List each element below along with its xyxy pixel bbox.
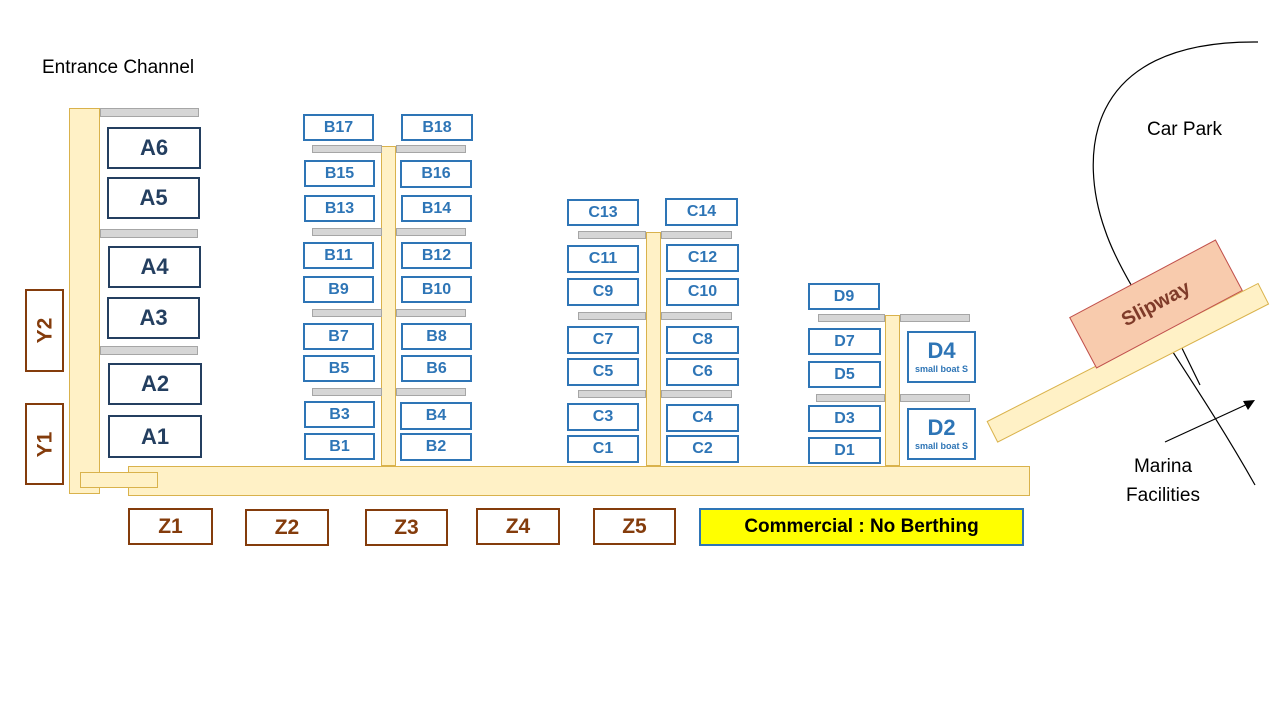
finger-d2: [900, 394, 970, 402]
commercial-zone: Commercial : No Berthing: [699, 508, 1024, 546]
entrance-pontoon: [69, 108, 100, 494]
main-pontoon: [128, 466, 1030, 496]
berth-c5[interactable]: C5: [567, 358, 639, 386]
finger-b18: [396, 145, 466, 153]
finger-c10: [661, 312, 732, 320]
finger-c9: [578, 312, 646, 320]
berth-c2[interactable]: C2: [666, 435, 739, 463]
berth-c10[interactable]: C10: [666, 278, 739, 306]
berth-d4-label: D4: [927, 338, 956, 363]
berth-b9[interactable]: B9: [303, 276, 374, 303]
berth-a5[interactable]: A5: [107, 177, 200, 219]
berth-b11[interactable]: B11: [303, 242, 374, 269]
finger-b13: [312, 228, 382, 236]
c-pontoon: [646, 232, 661, 466]
berth-b2[interactable]: B2: [400, 433, 472, 461]
entrance-channel-label: Entrance Channel: [42, 57, 195, 78]
finger-d9: [818, 314, 885, 322]
berth-a2[interactable]: A2: [108, 363, 202, 405]
marina-facilities-line1: Marina: [1133, 456, 1193, 477]
berth-b14[interactable]: B14: [401, 195, 472, 222]
berth-d2-note: small boat S: [914, 441, 968, 451]
berth-z1[interactable]: Z1: [128, 508, 213, 545]
berth-b4[interactable]: B4: [400, 402, 472, 430]
finger-b10: [396, 309, 466, 317]
finger-a6: [100, 108, 199, 117]
berth-c12[interactable]: C12: [666, 244, 739, 272]
marina-facilities-arrow: [1164, 401, 1253, 443]
berth-a6[interactable]: A6: [107, 127, 201, 169]
berth-b17[interactable]: B17: [303, 114, 374, 141]
berth-b18[interactable]: B18: [401, 114, 473, 141]
pontoon-stub: [80, 472, 158, 488]
berth-a3[interactable]: A3: [107, 297, 200, 339]
finger-d4: [900, 314, 970, 322]
b-pontoon: [381, 146, 396, 466]
berth-d4[interactable]: D4 small boat S: [907, 331, 976, 383]
finger-c5: [578, 390, 646, 398]
berth-b12[interactable]: B12: [401, 242, 472, 269]
finger-c6: [661, 390, 732, 398]
finger-b5: [312, 388, 382, 396]
berth-b10[interactable]: B10: [401, 276, 472, 303]
berth-b15[interactable]: B15: [304, 160, 375, 187]
berth-c3[interactable]: C3: [567, 403, 639, 431]
berth-c1[interactable]: C1: [567, 435, 639, 463]
finger-c13: [578, 231, 646, 239]
berth-b16[interactable]: B16: [400, 160, 472, 188]
car-park-boundary-curve: [1092, 41, 1259, 486]
finger-b17: [312, 145, 382, 153]
finger-c14: [661, 231, 732, 239]
berth-b6[interactable]: B6: [401, 355, 472, 382]
berth-c11[interactable]: C11: [567, 245, 639, 273]
berth-a4[interactable]: A4: [108, 246, 201, 288]
marina-facilities-label: Marina Facilities: [1118, 452, 1208, 510]
berth-y1[interactable]: Y1: [25, 403, 64, 485]
berth-d1[interactable]: D1: [808, 437, 881, 464]
berth-y2-label: Y2: [33, 317, 56, 344]
finger-a4: [100, 229, 198, 238]
berth-b3[interactable]: B3: [304, 401, 375, 428]
berth-c14[interactable]: C14: [665, 198, 738, 226]
berth-b1[interactable]: B1: [304, 433, 375, 460]
berth-c9[interactable]: C9: [567, 278, 639, 306]
berth-z5[interactable]: Z5: [593, 508, 676, 545]
berth-d2[interactable]: D2 small boat S: [907, 408, 976, 460]
berth-d9[interactable]: D9: [808, 283, 880, 310]
d-pontoon: [885, 315, 900, 466]
finger-b9: [312, 309, 382, 317]
finger-a2: [100, 346, 198, 355]
car-park-label: Car Park: [1147, 119, 1222, 140]
berth-c8[interactable]: C8: [666, 326, 739, 354]
berth-d5[interactable]: D5: [808, 361, 881, 388]
finger-b14: [396, 228, 466, 236]
berth-a1[interactable]: A1: [108, 415, 202, 458]
berth-b13[interactable]: B13: [304, 195, 375, 222]
berth-c6[interactable]: C6: [666, 358, 739, 386]
berth-z2[interactable]: Z2: [245, 509, 329, 546]
berth-c4[interactable]: C4: [666, 404, 739, 432]
berth-d2-label: D2: [927, 415, 956, 440]
berth-d4-note: small boat S: [914, 364, 968, 374]
berth-y2[interactable]: Y2: [25, 289, 64, 372]
berth-b5[interactable]: B5: [303, 355, 375, 382]
berth-d7[interactable]: D7: [808, 328, 881, 355]
finger-b6: [396, 388, 466, 396]
berth-y1-label: Y1: [33, 431, 56, 457]
berth-z3[interactable]: Z3: [365, 509, 448, 546]
finger-d5: [816, 394, 885, 402]
berth-b7[interactable]: B7: [303, 323, 374, 350]
berth-c13[interactable]: C13: [567, 199, 639, 226]
arrow-head-icon: [1243, 400, 1255, 410]
berth-b8[interactable]: B8: [401, 323, 472, 350]
marina-facilities-line2: Facilities: [1126, 485, 1200, 506]
berth-z4[interactable]: Z4: [476, 508, 560, 545]
berth-d3[interactable]: D3: [808, 405, 881, 432]
berth-c7[interactable]: C7: [567, 326, 639, 354]
